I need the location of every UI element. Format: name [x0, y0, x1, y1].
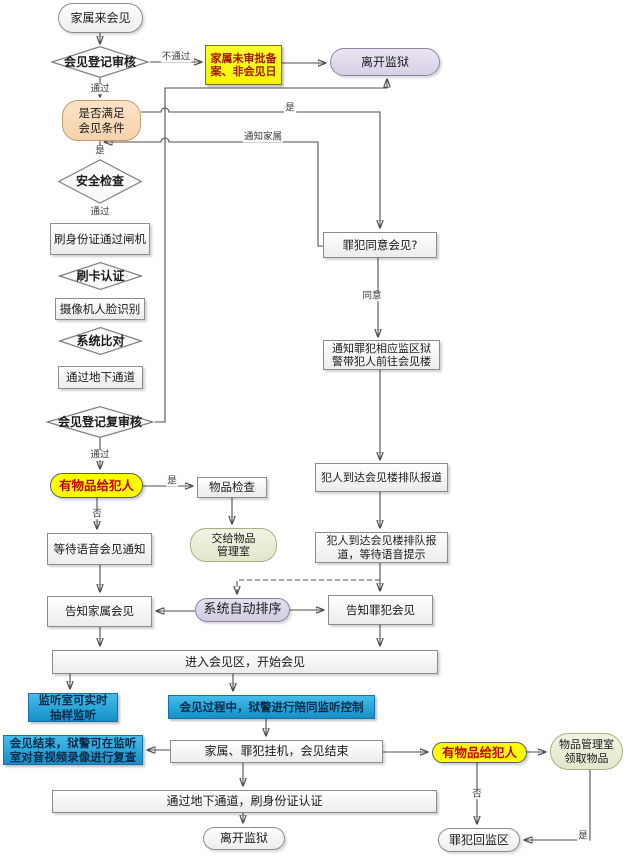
node-leave-prison-bottom: 离开监狱: [203, 827, 285, 850]
node-arrive-wait-voice: 犯人到达会见楼排队报 道，等待语音提示: [315, 532, 448, 563]
edge-pickup-backarea: [524, 770, 591, 840]
node-system-compare: 系统比对: [58, 327, 143, 355]
edge-label-notify-family: 通知家属: [242, 131, 284, 143]
edge-cond-agreeq: [141, 107, 380, 228]
node-recheck: 会见登记复审核: [45, 406, 155, 438]
node-inform-prisoner: 告知罪犯会见: [328, 595, 433, 625]
node-start: 家属来会见: [58, 3, 143, 33]
edge-label-yes-2: 是: [166, 475, 178, 487]
node-give-item-room: 交给物品 管理室: [190, 528, 277, 562]
node-wait-voice: 等待语音会见通知: [47, 533, 152, 565]
edge-label-yes-3: 是: [577, 830, 589, 842]
node-enter-visit-area: 进入会见区，开始会见: [52, 650, 438, 674]
node-back-to-area: 罪犯回监区: [438, 828, 520, 852]
node-not-approved: 家属未审批备 案、非会见日: [205, 45, 282, 85]
node-underground-tunnel: 通过地下通道: [58, 366, 143, 389]
node-security-check: 安全检查: [57, 159, 143, 204]
node-prisoner-agree: 罪犯同意会见?: [323, 232, 437, 258]
edge-label-yes-1: 是: [94, 145, 106, 157]
node-auto-sort: 系统自动排序: [195, 598, 290, 622]
diamond-shape: [58, 327, 143, 355]
node-face-recognition: 摄像机人脸识别: [55, 298, 145, 320]
node-items-question-2: 有物品给犯人: [432, 742, 527, 763]
edge-dashed-autosort: [237, 579, 380, 594]
node-monitor-review: 会见结束，狱警可在监听 室对音视频录像进行复查: [3, 735, 143, 765]
node-notify-guard: 通知罪犯相应监区狱 警带犯人前往会见楼: [323, 340, 440, 370]
edge-recheck-leave: [155, 79, 387, 423]
node-pickup-room: 物品管理室 领取物品: [550, 733, 623, 770]
edge-label-fail: 不通过: [160, 51, 192, 63]
diamond-shape: [58, 262, 143, 290]
node-monitor-sample: 监听室可实时 抽样监听: [28, 693, 118, 722]
node-leave-prison-top: 离开监狱: [330, 48, 440, 76]
node-condition-check: 是否满足 会见条件: [62, 100, 141, 141]
edge-label-pass-3: 通过: [89, 449, 111, 461]
diamond-shape: [45, 406, 155, 438]
edge-label-no-1: 否: [91, 508, 103, 520]
node-review-decision: 会见登记审核: [50, 46, 150, 78]
node-tunnel-id-auth: 通过地下通道，刷身份证认证: [52, 790, 437, 813]
edge-label-yes-right: 是: [284, 102, 296, 114]
edge-agreeq-notifyfamily: [104, 137, 323, 247]
edge-label-no-2: 否: [471, 788, 483, 800]
node-item-check: 物品检查: [197, 477, 267, 498]
node-arrive-report: 犯人到达会见楼排队报道: [315, 463, 448, 492]
diamond-shape: [50, 46, 150, 78]
edge-label-pass-2: 通过: [89, 206, 111, 218]
diamond-shape: [57, 159, 143, 204]
node-hangup-end: 家属、罪犯挂机，会见结束: [170, 740, 383, 763]
node-inform-family: 告知家属会见: [47, 596, 152, 627]
node-card-auth: 刷卡认证: [58, 262, 143, 290]
edge-label-pass-1: 通过: [89, 83, 111, 95]
node-id-gate: 刷身份证通过闸机: [50, 223, 150, 255]
node-monitor-escort: 会见过程中，狱警进行陪同监听控制: [168, 695, 375, 719]
edge-label-agree: 同意: [361, 290, 383, 302]
node-items-question-1: 有物品给犯人: [50, 473, 143, 498]
